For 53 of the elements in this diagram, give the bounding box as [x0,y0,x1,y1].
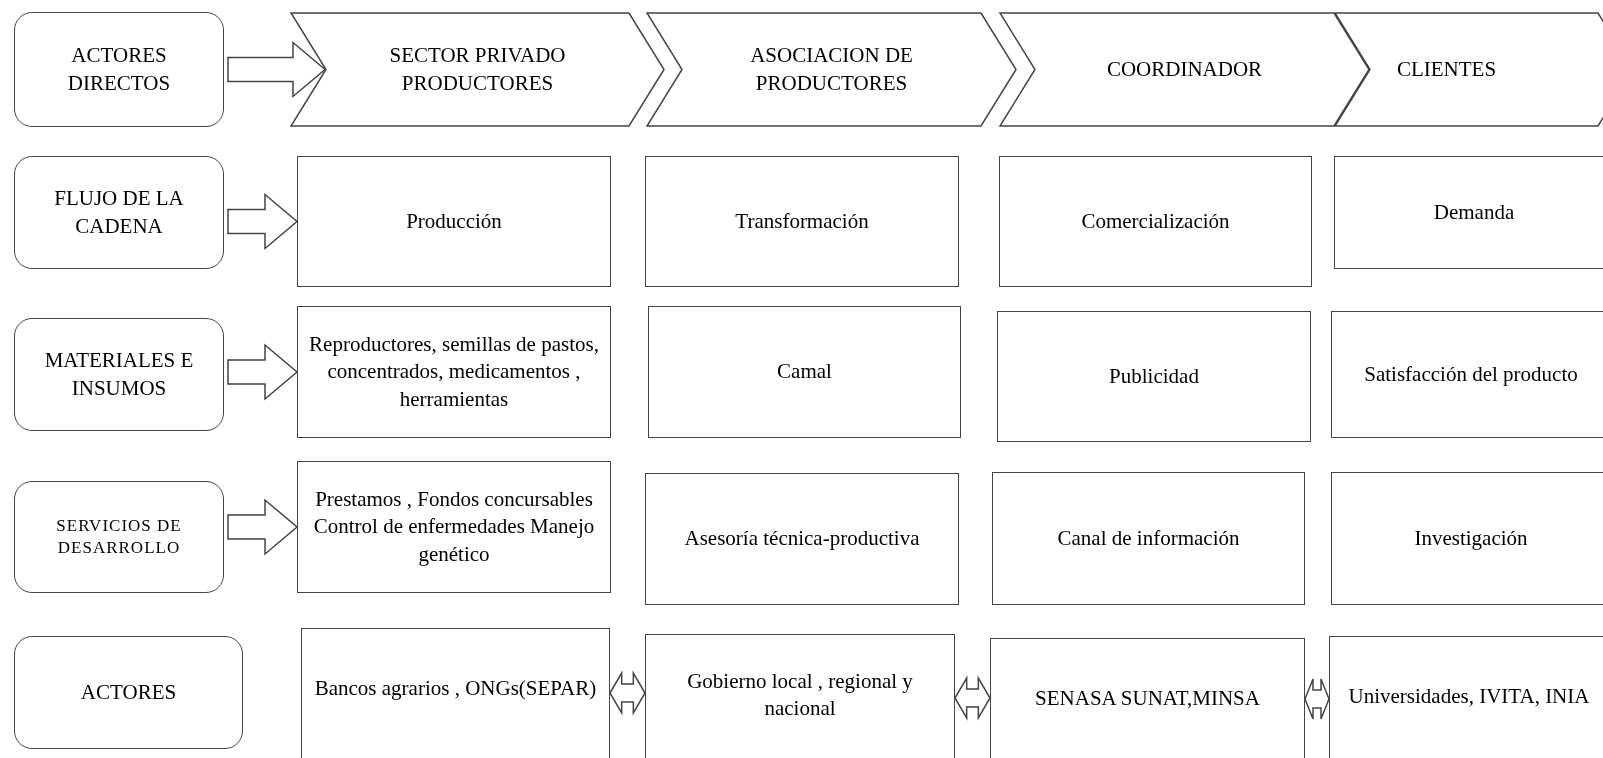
process-box [297,306,611,438]
block-arrow [227,343,299,401]
process-box [645,156,959,287]
process-box [992,472,1305,605]
actor-label: COORDINADOR [1105,55,1264,83]
actor-label: ASOCIACION DE PRODUCTORES [749,42,914,97]
box-text: Universidades, IVITA, INIA [1347,683,1591,711]
process-box [997,311,1311,442]
row-header-box [14,636,243,749]
row-title: FLUJO DE LA CADENA [53,185,185,240]
box-text: Satisfacción del producto [1363,360,1579,388]
process-box [1334,156,1603,269]
row-title: MATERIALES E INSUMOS [43,347,195,402]
box-text: Investigación [1413,524,1529,552]
box-text: Producción [405,207,503,235]
process-box [990,638,1305,758]
double-arrow [609,670,646,716]
box-text: Camal [776,358,833,386]
row-header-box [14,156,224,269]
process-box [645,473,959,605]
row-title: ACTORES DIRECTOS [66,42,172,97]
process-box [297,461,611,593]
box-text: Gobierno local , regional y nacional [686,667,914,722]
actor-label: SECTOR PRIVADO PRODUCTORES [388,42,567,97]
double-arrow [954,675,991,721]
box-text: Prestamos , Fondos concursables Control de enfermedades Manejo genético [312,486,596,568]
row-header-box [14,318,224,431]
process-box [1331,311,1603,438]
box-text: Reproductores, semillas de pastos, concentrados, medicamentos , herramientas [308,331,600,413]
box-text: Transformación [734,207,870,235]
box-text: Comercialización [1080,207,1231,235]
process-box [999,156,1312,287]
process-box [645,634,955,758]
box-text: Asesoría técnica-productiva [683,525,921,553]
row-title: SERVICIOS DE DESARROLLO [55,514,183,559]
process-box [301,628,610,758]
row-header-box [14,12,224,127]
block-arrow [227,498,299,556]
process-box [297,156,611,287]
process-box [648,306,961,438]
box-text: Canal de información [1056,524,1241,552]
process-box [1331,472,1603,605]
box-text: Bancos agrarios , ONGs(SEPAR) [313,675,598,703]
actor-label: CLIENTES [1395,55,1498,83]
double-arrow [1304,678,1330,720]
box-text: Publicidad [1108,362,1200,390]
row-header-box [14,481,224,593]
process-box [1329,636,1603,758]
row-title: ACTORES [79,678,178,706]
box-text: SENASA SUNAT,MINSA [1034,685,1261,713]
block-arrow [227,192,299,251]
block-arrow [227,40,327,99]
box-text: Demanda [1432,198,1516,226]
